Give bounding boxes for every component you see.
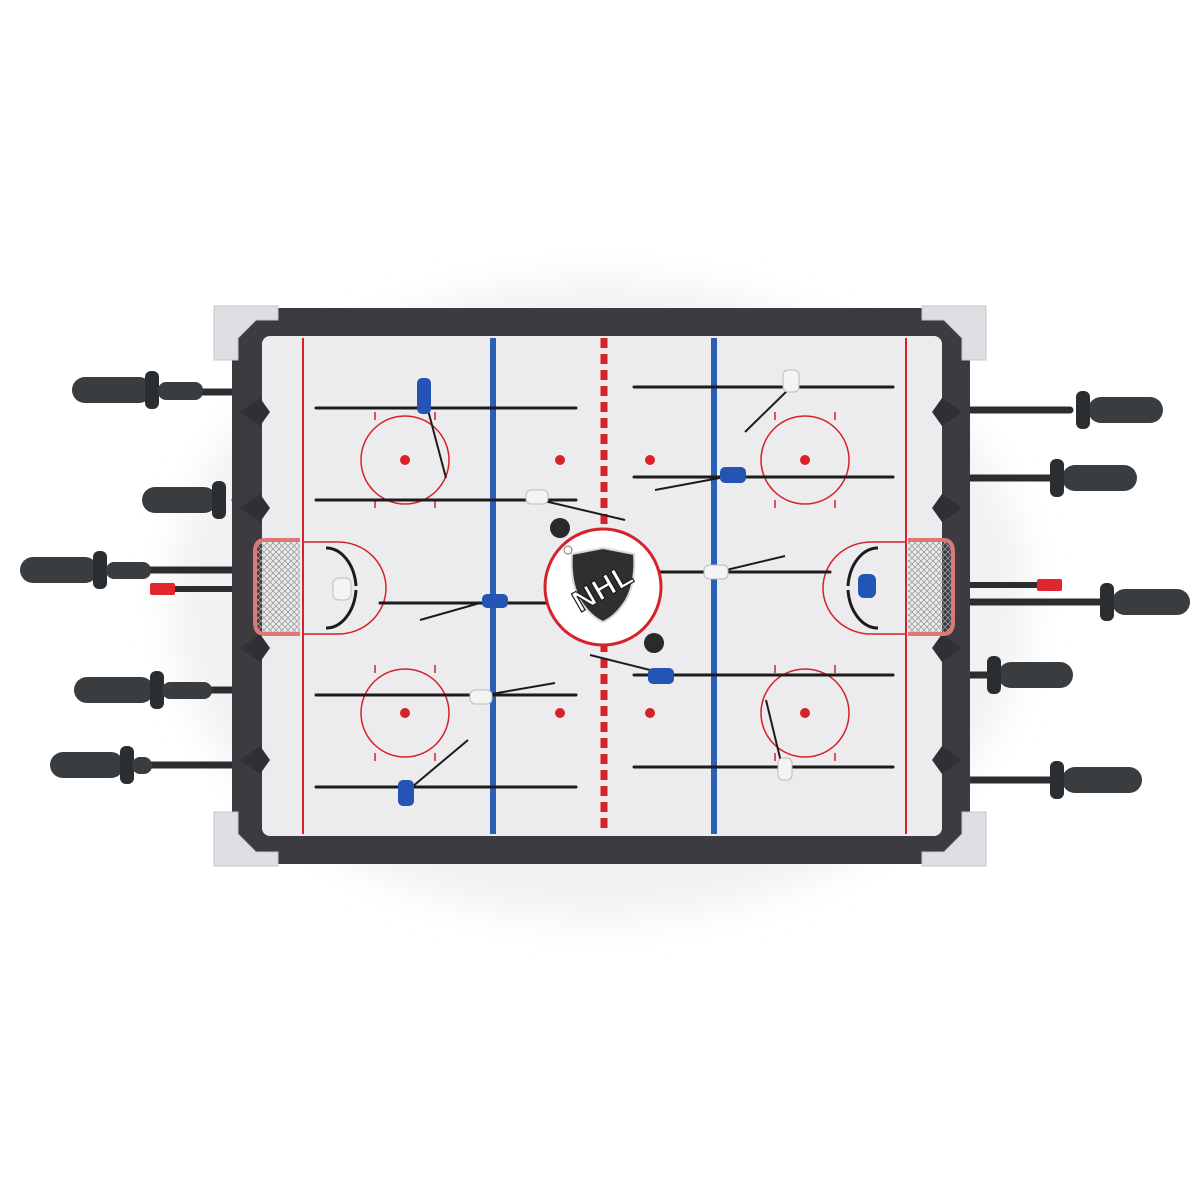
side-bumpers: [240, 398, 962, 774]
player-blue-2[interactable]: [419, 594, 508, 621]
blue-line-left: [490, 338, 496, 834]
player-white-5[interactable]: [765, 699, 793, 781]
puck-icon: [644, 633, 664, 653]
right-rods: [961, 406, 1104, 784]
goalie-arc-right-2: [846, 589, 879, 630]
player-blue-1[interactable]: [417, 378, 447, 479]
left-handle-2[interactable]: [142, 481, 226, 519]
goalie-arc-left-2: [325, 589, 358, 630]
puck-icon: [550, 518, 570, 538]
crease-left: [303, 541, 387, 635]
faceoff-circle-bottom-right: [760, 665, 850, 761]
neutral-zone-dots: [555, 455, 655, 718]
crease-right: [822, 541, 906, 635]
goalie-arc-right: [846, 546, 879, 587]
player-white-1[interactable]: [744, 369, 800, 433]
right-handle-1[interactable]: [1076, 391, 1163, 429]
left-end-marker: [150, 583, 240, 595]
right-end-marker: [965, 579, 1062, 591]
faceoff-circle-bottom-left: [360, 665, 450, 761]
goalie-white-left[interactable]: [332, 577, 352, 601]
right-handle-2[interactable]: [1050, 459, 1137, 497]
faceoff-circle-top-right: [760, 412, 850, 508]
puck-small-icon: [563, 545, 573, 555]
goal-net-right: [908, 538, 955, 636]
player-blue-4[interactable]: [654, 467, 746, 491]
left-handle-3[interactable]: [20, 551, 151, 589]
goal-net-left: [253, 538, 300, 636]
right-handle-5[interactable]: [1050, 761, 1142, 799]
player-blue-3[interactable]: [398, 739, 469, 806]
goalie-blue-right[interactable]: [858, 574, 876, 598]
faceoff-circle-top-left: [360, 412, 450, 508]
player-white-4[interactable]: [469, 682, 556, 705]
player-blue-5[interactable]: [589, 654, 674, 684]
right-handle-4[interactable]: [987, 656, 1073, 694]
corner-caps: [213, 305, 987, 867]
left-handle-4[interactable]: [74, 671, 212, 709]
goalie-arc-left: [325, 546, 358, 587]
right-handle-3[interactable]: [1100, 583, 1190, 621]
player-white-2[interactable]: [525, 489, 626, 521]
left-handle-1[interactable]: [72, 371, 203, 409]
player-white-3[interactable]: [703, 555, 786, 580]
blue-line-right: [711, 338, 717, 834]
left-handle-5[interactable]: [50, 746, 152, 784]
